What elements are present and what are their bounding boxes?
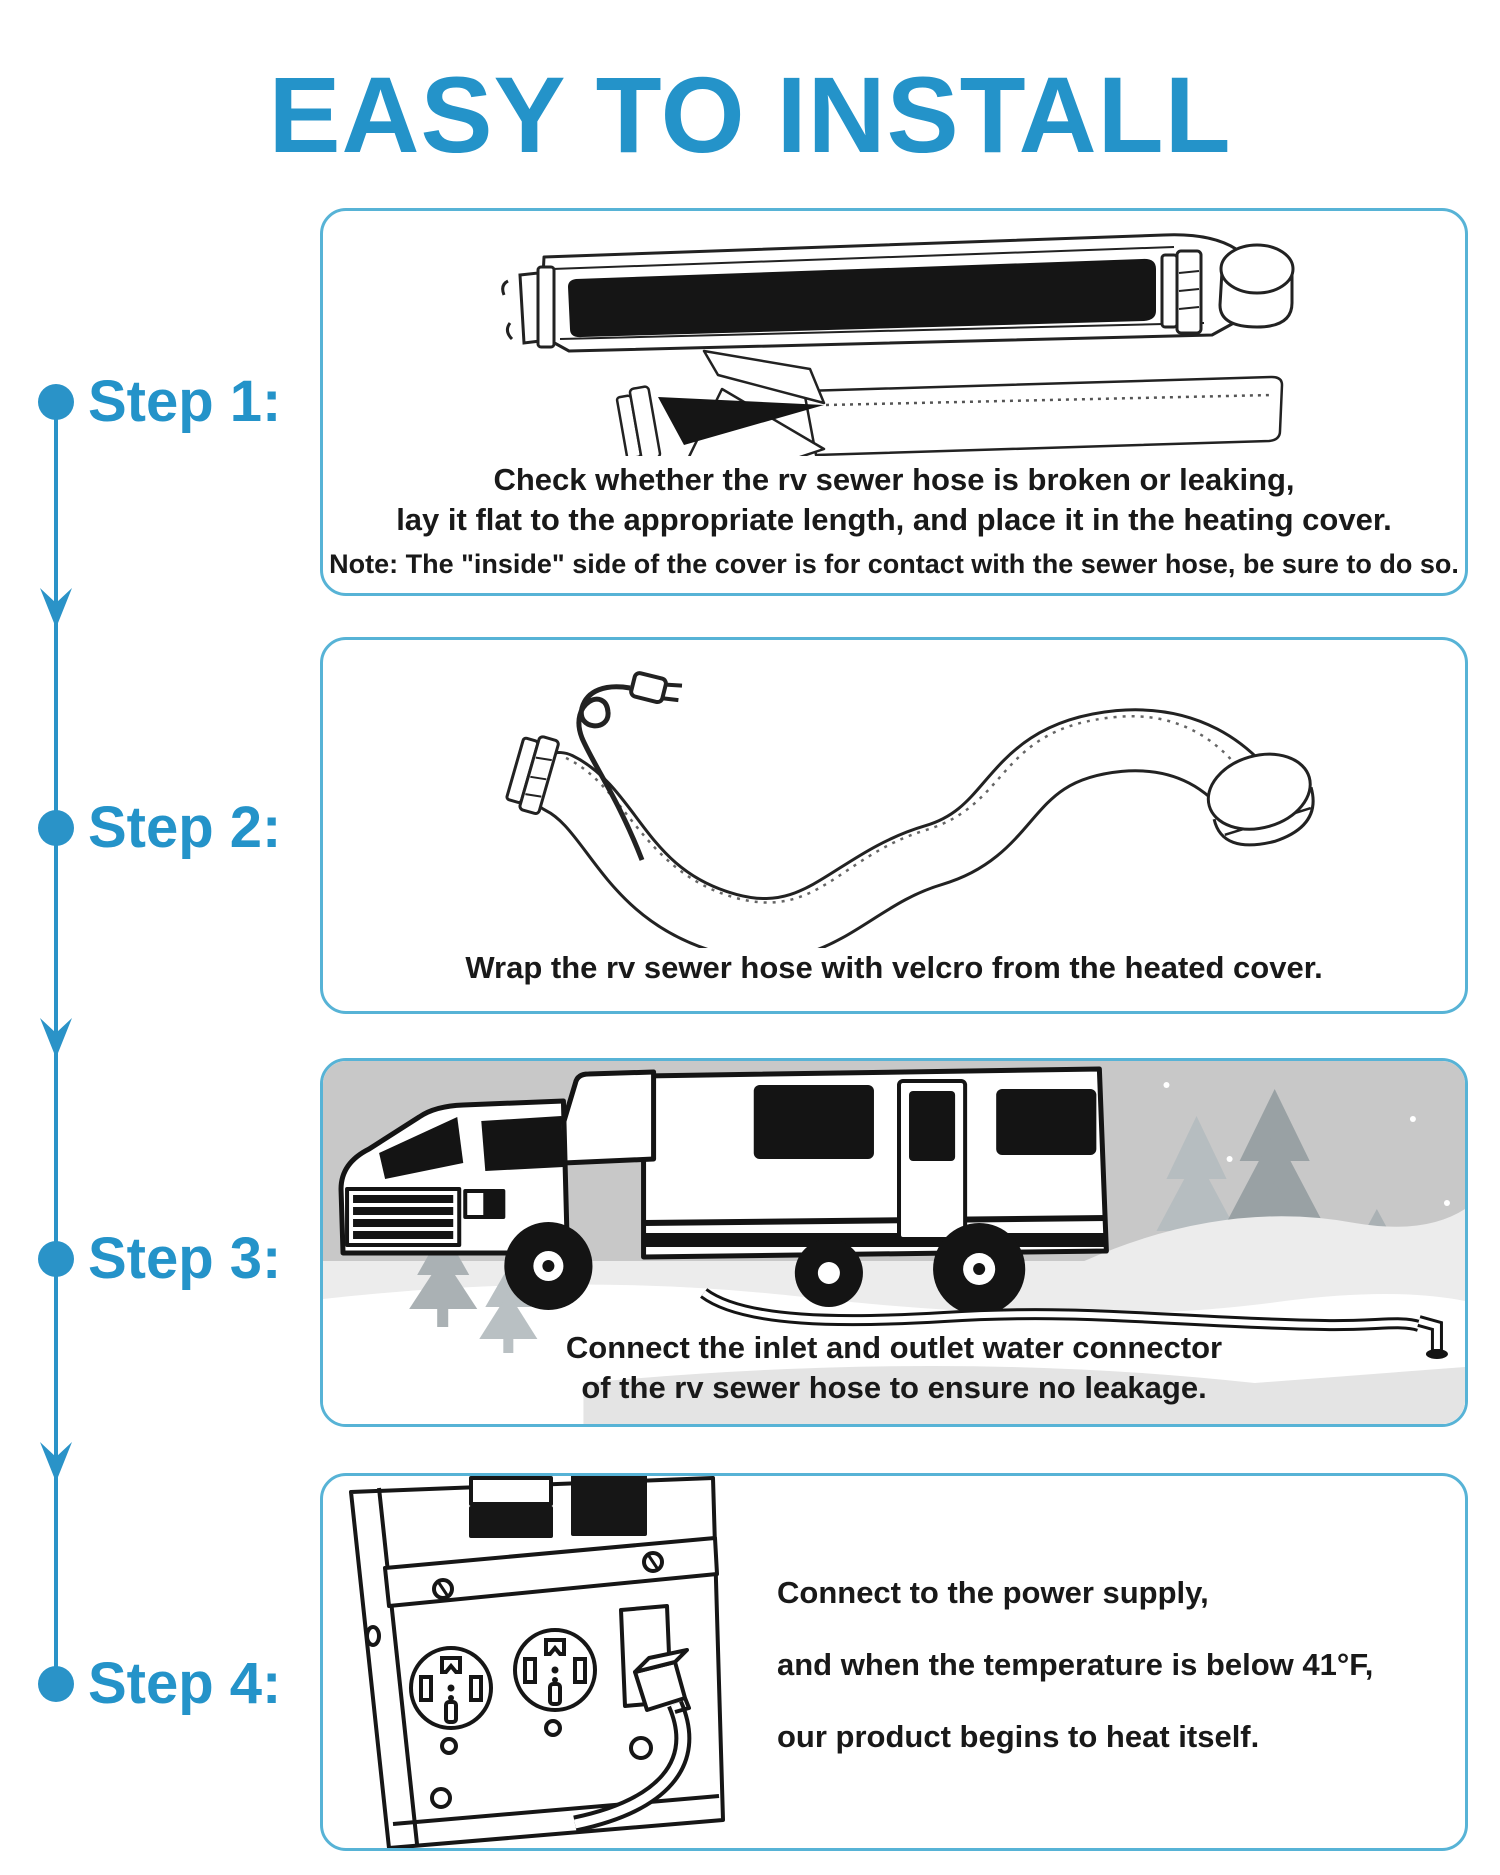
timeline-dot (38, 384, 74, 420)
step-1-caption-line-2: lay it flat to the appropriate length, a… (396, 502, 1392, 537)
step-3-caption-line-1: Connect the inlet and outlet water conne… (565, 1330, 1223, 1365)
arrow-down-icon (40, 1018, 72, 1058)
hose-body (527, 708, 1284, 948)
step-4-caption-line-3: our product begins to heat itself. (777, 1719, 1260, 1754)
step-1-caption-line-1: Check whether the rv sewer hose is broke… (493, 462, 1295, 497)
timeline-dot (38, 810, 74, 846)
power-cord (576, 671, 683, 861)
rv-wheels (504, 1222, 1026, 1315)
left-hose-connector (501, 265, 556, 349)
step-3-label: Step 3: (88, 1226, 282, 1291)
step-4-caption-line-2: and when the temperature is below 41°F, (777, 1647, 1374, 1682)
heating-strip (568, 258, 1156, 338)
velcro-seam (825, 393, 1273, 407)
arrow-down-icon (40, 1442, 72, 1482)
outlet-cap (1206, 752, 1315, 847)
step-1-panel: Check whether the rv sewer hose is broke… (320, 208, 1468, 596)
page-title: EASY TO INSTALL (268, 54, 1232, 175)
sewer-hose (700, 1288, 1448, 1359)
inside-strip (658, 397, 824, 445)
timeline-dot (38, 1241, 74, 1277)
snow-shade (583, 1366, 1465, 1424)
step-4-label: Step 4: (88, 1651, 282, 1716)
round-outlet (409, 1646, 493, 1755)
round-outlet (513, 1628, 597, 1737)
step-3-caption-line-2: of the rv sewer hose to ensure no leakag… (581, 1370, 1207, 1405)
step-3-panel: Connect the inlet and outlet water conne… (320, 1058, 1468, 1427)
step-4-caption-line-1: Connect to the power supply, (777, 1575, 1209, 1610)
step-2-label: Step 2: (88, 795, 282, 860)
plug-in-socket (573, 1604, 692, 1833)
plug-icon (629, 671, 683, 705)
right-hose-connector (1160, 249, 1203, 335)
step-3-caption-wrap: Connect the inlet and outlet water conne… (323, 1328, 1465, 1408)
arrow-down-icon (40, 588, 72, 628)
cap-fitting (1218, 243, 1295, 329)
step-4-panel: Connect to the power supply, and when th… (320, 1473, 1468, 1851)
step-4-text: Connect to the power supply, and when th… (743, 1476, 1465, 1848)
step-1-label: Step 1: (88, 369, 282, 434)
rv-winter-scene-illustration (323, 1061, 1465, 1424)
power-outlet-illustration (349, 1476, 725, 1848)
timeline-dot (38, 1666, 74, 1702)
hose-outlet-connector (1425, 1349, 1448, 1359)
wrapped-hose-illustration (505, 671, 1315, 948)
rv-vehicle (338, 1066, 1109, 1260)
timeline-graphic (38, 384, 74, 1702)
hose-cover-illustration (501, 233, 1295, 456)
step-2-caption: Wrap the rv sewer hose with velcro from … (465, 950, 1323, 985)
step-1-note: Note: The "inside" side of the cover is … (329, 549, 1459, 579)
inlet-fitting (505, 735, 560, 816)
power-panel-illustration-wrap (323, 1476, 743, 1848)
step-2-panel: Wrap the rv sewer hose with velcro from … (320, 637, 1468, 1014)
